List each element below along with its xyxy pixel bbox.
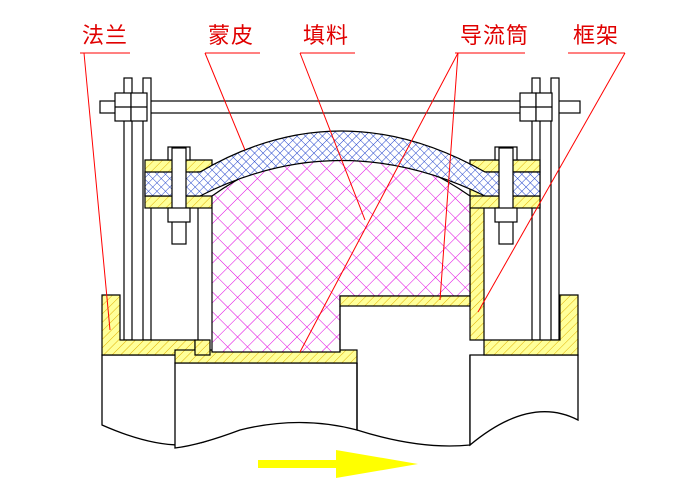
label-filler: 填料	[303, 24, 350, 49]
filler	[211, 149, 471, 353]
label-cover: 蒙皮	[208, 24, 255, 49]
bolt-nut-icon	[114, 92, 553, 122]
bolt-nut-icon	[167, 146, 518, 245]
guide-tube	[339, 295, 471, 352]
label-guide-tube: 导流筒	[460, 24, 530, 49]
arrow-right-icon	[258, 450, 418, 478]
tie-rod	[99, 100, 581, 114]
pipe-body	[101, 354, 579, 449]
label-flange: 法兰	[82, 24, 129, 49]
leader-lines	[80, 52, 626, 353]
label-frame: 框架	[573, 24, 620, 49]
